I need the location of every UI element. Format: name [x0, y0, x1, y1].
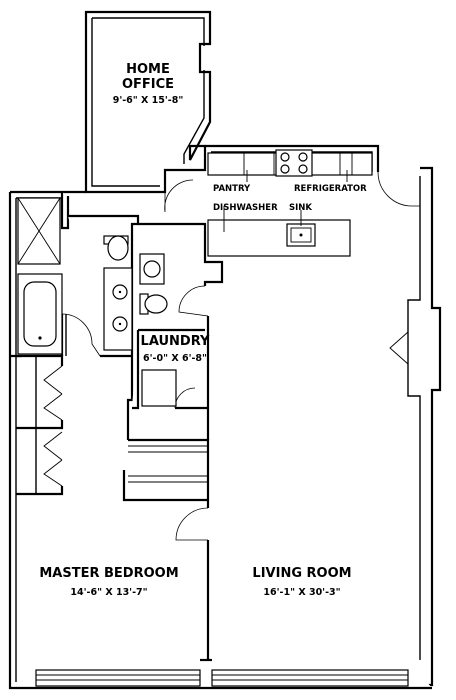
pantry-label: PANTRY: [213, 184, 251, 194]
dishwasher-label: DISHWASHER: [213, 203, 278, 213]
closet-shelves: [128, 445, 208, 483]
master-bedroom-label: MASTER BEDROOM: [39, 566, 178, 581]
home-office-wall: [84, 10, 212, 194]
bottom-windows: [35, 669, 409, 687]
closet-left-wall: [16, 354, 64, 496]
kitchen-island: [207, 219, 351, 257]
burner-icon: [280, 152, 290, 162]
labels: HOME OFFICE 9'-6" X 15'-8" PANTRY REFRIG…: [39, 62, 367, 598]
entry-door: [377, 171, 420, 207]
closet-door-2: [43, 431, 63, 487]
laundry-fixtures: [141, 369, 177, 407]
refrigerator-label: REFRIGERATOR: [294, 184, 367, 194]
laundry-door: [178, 285, 209, 317]
bedroom-door: [175, 507, 209, 541]
right-exterior-wall: [410, 166, 442, 687]
closet-door-1: [43, 365, 63, 421]
vanity: [103, 267, 133, 351]
living-room-label: LIVING ROOM: [252, 566, 351, 581]
home-office-inner-wall: [91, 17, 205, 187]
kitchen: [207, 149, 373, 257]
right-inner-wall: [407, 176, 421, 660]
office-door: [164, 179, 194, 213]
bath-right-wall: [60, 192, 70, 230]
master-bedroom-dims: 14'-6" X 13'-7": [70, 587, 147, 598]
bath-door: [61, 313, 101, 357]
laundry-bottom-wall: [132, 328, 208, 410]
doors: [43, 171, 420, 541]
living-room-dims: 16'-1" X 30'-3": [263, 587, 340, 598]
sink-label: SINK: [289, 203, 312, 213]
burner-icon: [298, 164, 308, 174]
burner-icon: [298, 152, 308, 162]
burner-icon: [280, 164, 290, 174]
sink-icon: [143, 260, 161, 278]
toilet-icon: [107, 235, 129, 261]
bedroom-closet-wall: [122, 438, 210, 502]
home-office-label-line1: HOME: [126, 62, 170, 77]
laundry-label: LAUNDRY: [141, 334, 210, 349]
toilet-icon: [144, 294, 168, 314]
home-office-dims: 9'-6" X 15'-8": [113, 95, 184, 106]
home-office-label-line2: OFFICE: [122, 77, 174, 92]
bathroom: [17, 197, 168, 355]
laundry-wall: [138, 222, 224, 286]
laundry-dims: 6'-0" X 6'-8": [143, 353, 207, 364]
washer: [141, 369, 177, 407]
cooktop: [275, 149, 313, 177]
interior-walls: [10, 192, 224, 662]
right-bay-door: [389, 331, 409, 365]
